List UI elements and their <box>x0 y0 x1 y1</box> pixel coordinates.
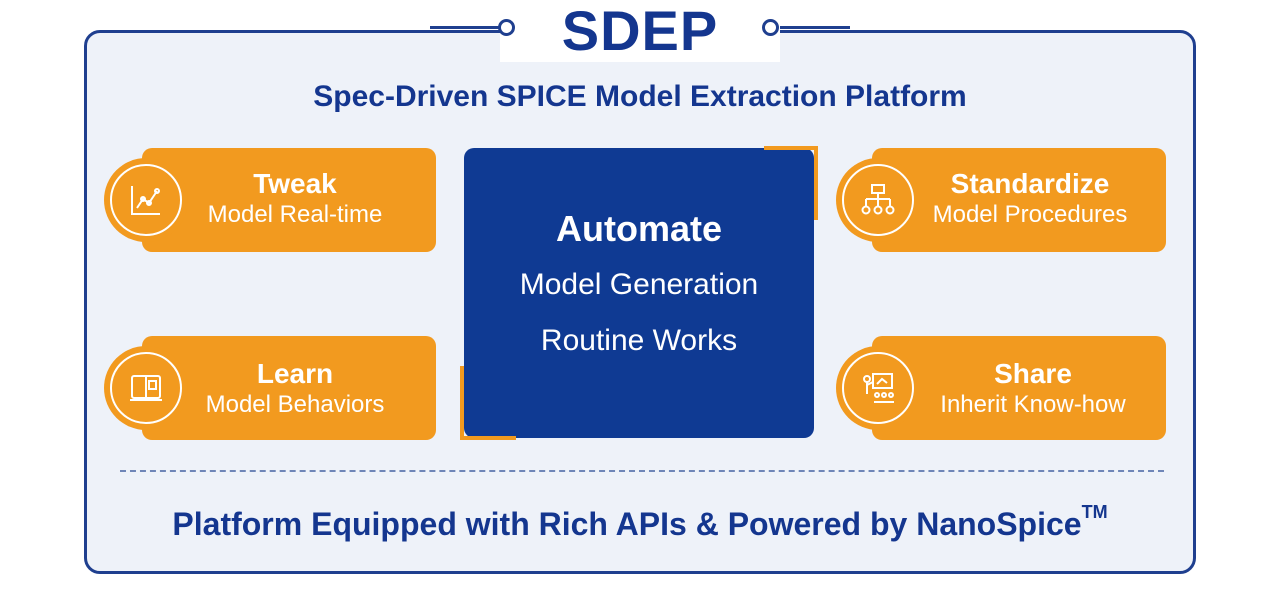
tweak-card <box>142 148 436 252</box>
tweak-sub: Model Real-time <box>207 201 383 228</box>
corner-accent-top <box>764 146 818 150</box>
title-dot-left <box>498 19 515 36</box>
book-icon <box>110 352 182 424</box>
learn-text: Learn Model Behaviors <box>190 358 400 420</box>
share-card <box>872 336 1166 440</box>
footer-main: Platform Equipped with Rich APIs & Power… <box>172 506 1082 542</box>
tweak-heading: Tweak <box>253 168 337 199</box>
dashed-divider <box>120 470 1164 472</box>
page-title: SDEP <box>561 0 719 62</box>
standardize-heading: Standardize <box>950 168 1110 199</box>
chart-icon <box>110 164 182 236</box>
automate-line-1: Model Generation <box>519 268 759 301</box>
title-line-left <box>430 26 500 29</box>
share-text: Share Inherit Know-how <box>920 358 1146 420</box>
share-sub: Inherit Know-how <box>940 391 1126 418</box>
standardize-card <box>872 148 1166 252</box>
presenter-icon <box>842 352 914 424</box>
corner-accent-right <box>814 146 818 220</box>
standardize-text: Standardize Model Procedures <box>920 168 1140 230</box>
learn-card <box>142 336 436 440</box>
corner-accent-bottom <box>460 436 516 440</box>
learn-sub: Model Behaviors <box>205 391 385 418</box>
automate-box <box>464 148 814 438</box>
footer-text: Platform Equipped with Rich APIs & Power… <box>84 502 1196 543</box>
title-dot-right <box>762 19 779 36</box>
trademark-mark: TM <box>1081 502 1108 522</box>
title-line-right <box>780 26 850 29</box>
share-heading: Share <box>994 358 1072 389</box>
hierarchy-icon <box>842 164 914 236</box>
tweak-text: Tweak Model Real-time <box>190 168 400 230</box>
title-plate <box>500 0 780 62</box>
corner-accent-left <box>460 366 464 440</box>
subtitle: Spec-Driven SPICE Model Extraction Platf… <box>313 80 967 113</box>
automate-heading: Automate <box>555 208 722 249</box>
automate-line-2: Routine Works <box>540 324 738 357</box>
standardize-sub: Model Procedures <box>932 201 1128 228</box>
learn-heading: Learn <box>256 358 334 389</box>
